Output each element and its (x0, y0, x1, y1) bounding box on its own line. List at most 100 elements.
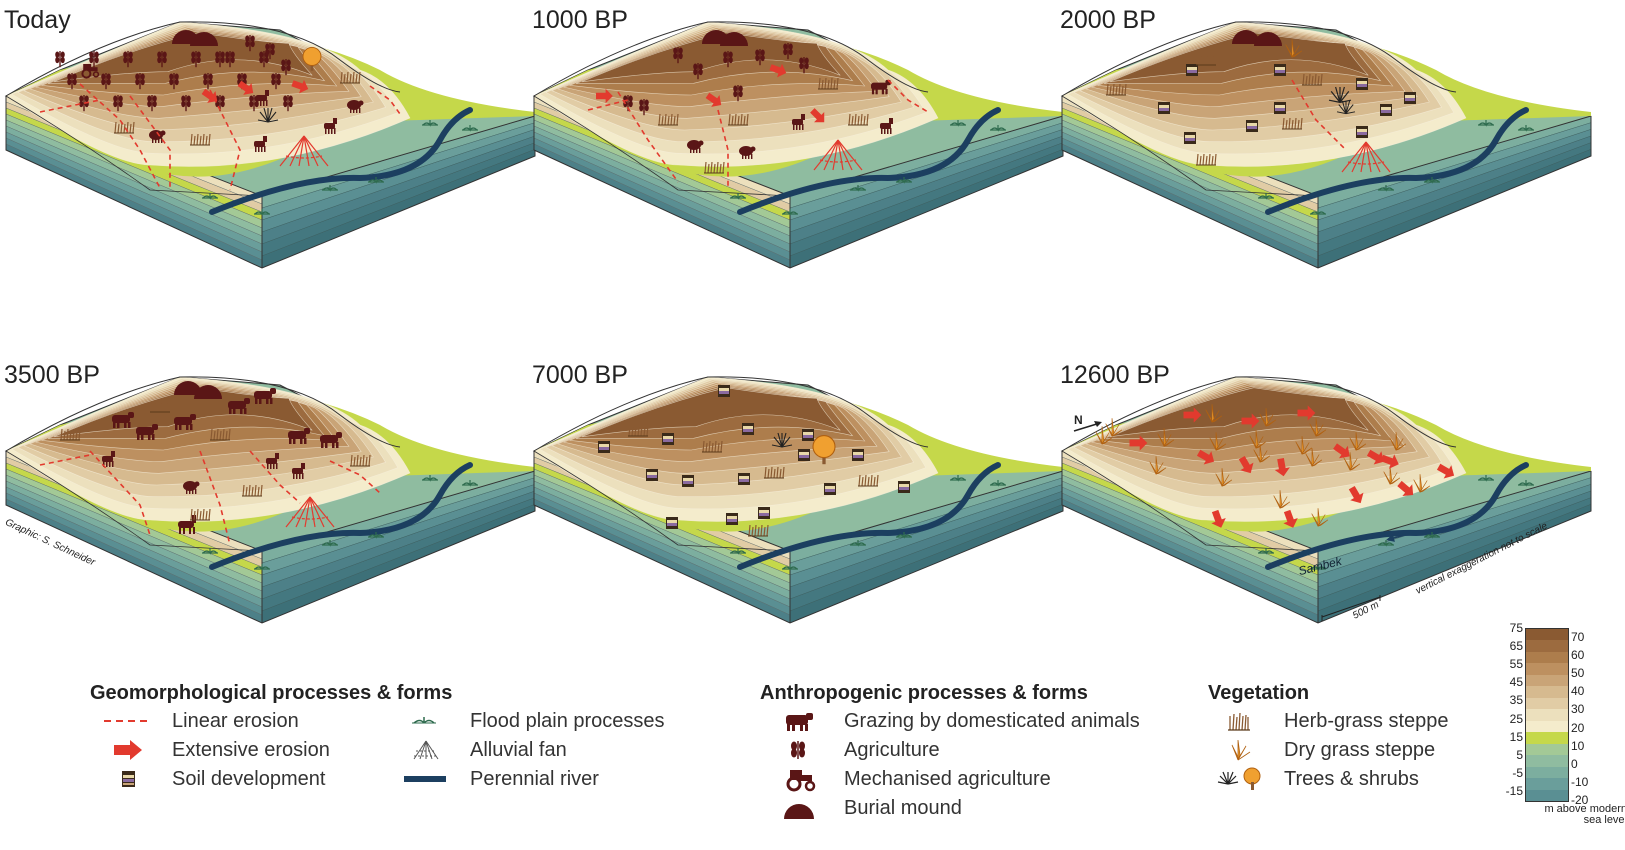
goat-icon (324, 118, 337, 134)
tree-shrub-icon (1210, 766, 1270, 792)
extensive-erosion-arrow (705, 92, 722, 107)
herb-grass-icon (702, 440, 723, 453)
soil-development-icon (682, 475, 694, 487)
legend-extensive-erosion: Extensive erosion (98, 737, 330, 763)
perennial-river (737, 462, 1001, 570)
extensive-erosion-arrow (1196, 449, 1215, 465)
soil-development-icon (1274, 102, 1286, 114)
flood-plain-icon (1378, 185, 1394, 192)
linear-erosion-icon (98, 708, 158, 734)
legend-burial-mound: Burial mound (770, 795, 962, 821)
perennial-river (737, 107, 1001, 215)
elevation-color-band (1526, 663, 1568, 676)
wheat-icon (245, 34, 255, 52)
panel-3500bp: 3500 BP Graphic: S. Schneider (0, 355, 540, 685)
elevation-tick-left: 15 (1509, 729, 1523, 744)
dry-grass-icon (1253, 444, 1271, 463)
herb-grass-icon (60, 428, 81, 441)
elevation-color-band (1526, 789, 1568, 802)
wheat-icon (755, 48, 765, 66)
herb-grass-icon (658, 113, 679, 126)
extensive-erosion-arrow (1333, 443, 1350, 459)
linear-erosion-path (129, 95, 171, 188)
flood-plain-icon (368, 532, 384, 539)
elevation-tick-left: -5 (1512, 765, 1523, 780)
legend-label: Flood plain processes (470, 709, 665, 732)
linear-erosion-path (249, 450, 301, 504)
soil-development-icon (824, 483, 836, 495)
flood-plain-icon (422, 475, 438, 482)
herb-grass-icon (818, 77, 839, 90)
wheat-icon (89, 50, 99, 68)
north-arrow: N (1072, 413, 1106, 433)
herb-grass-icon (1196, 153, 1217, 166)
river-flow-arrow (1386, 534, 1406, 542)
elevation-tick-left: 45 (1509, 675, 1523, 690)
herb-grass-icon (728, 113, 749, 126)
panel-title: 1000 BP (532, 6, 628, 34)
slope-edge (5, 95, 263, 197)
dry-grass-icon (1149, 456, 1167, 475)
hill-outline (5, 376, 401, 452)
elevation-color-band (1526, 674, 1568, 687)
soil-development-icon (1356, 126, 1368, 138)
alluvial-fan-icon (285, 496, 335, 528)
perennial-river-icon (396, 766, 456, 792)
sheep-icon (739, 146, 756, 159)
extensive-erosion-arrow (1238, 455, 1254, 474)
shrub-icon (1336, 100, 1356, 115)
flood-plain-icon (1518, 125, 1534, 132)
sheep-icon (347, 100, 364, 113)
hill-outline (5, 21, 401, 97)
terrain (1060, 21, 1592, 269)
legend-linear-erosion: Linear erosion (98, 708, 299, 734)
legend-label: Soil development (172, 767, 326, 790)
soil-development-icon (98, 766, 158, 792)
legend-herb-grass: Herb-grass steppe (1210, 708, 1449, 734)
flood-plain-icon (254, 209, 270, 216)
legend-label: Alluvial fan (470, 738, 567, 761)
flood-plain-icon (1478, 120, 1494, 127)
soil-development-icon (646, 469, 658, 481)
terrain (532, 21, 1064, 269)
extensive-erosion-arrow (1397, 480, 1414, 496)
herb-grass-icon (242, 484, 263, 497)
dry-grass-icon (1285, 39, 1303, 58)
elevation-color-band (1526, 686, 1568, 699)
elevation-tick-left: 5 (1516, 747, 1523, 762)
block-diagram (4, 376, 536, 624)
dry-grass-icon (1249, 430, 1267, 449)
flood-plain-icon (1258, 548, 1274, 555)
perennial-river (209, 107, 473, 215)
legend-label: Linear erosion (172, 709, 299, 732)
symbols (587, 30, 929, 188)
sheep-icon (183, 481, 200, 494)
wheat-icon (67, 72, 77, 90)
elevation-color-band (1526, 640, 1568, 653)
legend-grazing: Grazing by domesticated animals (770, 708, 1140, 734)
elevation-color-band (1526, 651, 1568, 664)
dry-grass-icon (1157, 428, 1175, 447)
elevation-tick-left: -15 (1505, 783, 1523, 798)
flood-plain-icon (322, 540, 338, 547)
dry-grass-icon (1209, 432, 1227, 451)
burial-mound-icon (194, 385, 222, 399)
symbols (39, 381, 381, 546)
terrain (1060, 376, 1592, 624)
extensive-erosion-arrow (596, 88, 613, 104)
linear-erosion-path (887, 79, 929, 113)
herb-grass-icon (190, 508, 211, 521)
elevation-band (1109, 32, 1369, 83)
hill-outline (533, 376, 929, 452)
soil-development-icon (718, 385, 730, 397)
legend-label: Herb-grass steppe (1284, 709, 1449, 732)
elevation-tick-right: -10 (1571, 774, 1589, 789)
flood-plain-icon (422, 120, 438, 127)
soil-development-icon (898, 481, 910, 493)
cow-icon (136, 424, 158, 440)
shrub-icon (257, 107, 279, 123)
herb-grass-icon (340, 71, 361, 84)
burial-mound-icon (720, 32, 748, 46)
soil-development-icon (1274, 64, 1286, 76)
dry-grass-icon (1383, 466, 1401, 485)
